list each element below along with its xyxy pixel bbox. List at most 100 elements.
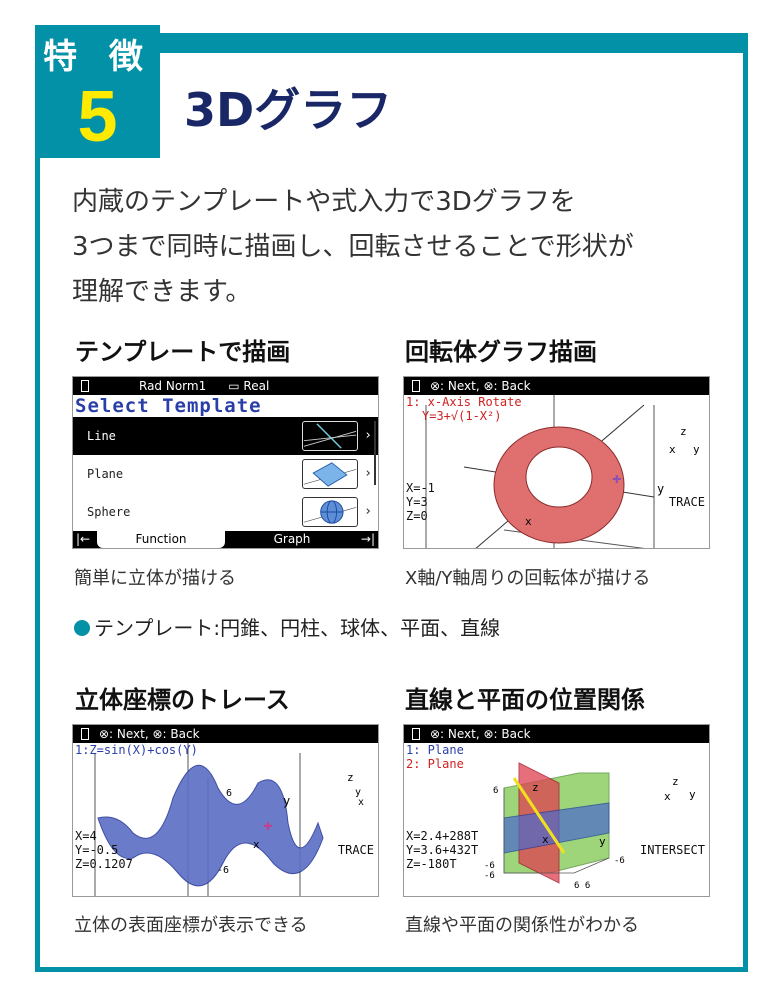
- coordinate: X=4: [75, 829, 97, 843]
- intro-line: 内蔵のテンプレートや式入力で3Dグラフを: [72, 187, 576, 217]
- svg-text:z: z: [347, 771, 354, 784]
- coordinate: Y=3: [406, 495, 428, 509]
- chevron-right-icon: ›: [364, 428, 372, 443]
- battery-icon: [81, 728, 89, 740]
- svg-text:x: x: [253, 838, 260, 851]
- item-label: Plane: [87, 467, 124, 481]
- badge-number: 5: [77, 77, 118, 157]
- svg-text:y: y: [283, 794, 290, 808]
- screen-title: Select Template: [75, 395, 262, 417]
- status-text: Rad Norm1: [139, 379, 207, 393]
- svg-text:y: y: [355, 787, 361, 798]
- battery-icon: [412, 380, 420, 392]
- coordinate: Z=0: [406, 509, 428, 523]
- status-text: ⊗: Next, ⊗: Back: [430, 727, 531, 741]
- svg-text:z: z: [680, 425, 687, 438]
- status-bar: Rad Norm1 ▭ Real: [73, 377, 378, 395]
- template-list-text: テンプレート:円錐、円柱、球体、平面、直線: [94, 616, 501, 640]
- svg-text:z: z: [532, 781, 539, 794]
- caption: X軸/Y軸周りの回転体が描ける: [405, 568, 651, 589]
- section-heading: 回転体グラフ描画: [405, 338, 597, 366]
- coordinate: Z=-180T: [406, 857, 457, 871]
- section-heading: 立体座標のトレース: [75, 686, 290, 714]
- template-item-sphere[interactable]: Sphere ›: [73, 493, 378, 531]
- sphere-thumbnail-icon: [302, 497, 358, 527]
- svg-text:x: x: [525, 515, 532, 528]
- status-bar: ⊗: Next, ⊗: Back: [73, 725, 378, 743]
- mode-label: TRACE: [337, 843, 374, 857]
- equation-line: 1: x-Axis Rotate: [406, 395, 522, 409]
- svg-text:x: x: [358, 797, 364, 808]
- caption: 簡単に立体が描ける: [74, 568, 236, 589]
- status-bar: ⊗: Next, ⊗: Back: [404, 725, 709, 743]
- item-label: Sphere: [87, 505, 131, 519]
- svg-text:y: y: [689, 788, 696, 801]
- svg-text:-6: -6: [484, 861, 495, 871]
- badge-label: 特 徴: [43, 37, 153, 77]
- svg-text:x: x: [664, 790, 671, 803]
- svg-text:y: y: [693, 443, 700, 456]
- feature-badge: 特 徴 5: [35, 25, 160, 158]
- intro-text: 内蔵のテンプレートや式入力で3Dグラフを 3つまで同時に描画し、回転させることで…: [72, 180, 732, 315]
- svg-text:-6: -6: [217, 865, 229, 876]
- tab-graph[interactable]: Graph: [273, 532, 311, 546]
- svg-text:x: x: [669, 443, 676, 456]
- line-thumbnail-icon: [302, 421, 358, 451]
- svg-text:6: 6: [493, 786, 498, 796]
- bullet-icon: [74, 620, 90, 636]
- caption: 立体の表面座標が表示できる: [74, 915, 308, 936]
- battery-icon: [81, 380, 89, 392]
- mode-label: INTERSECT: [639, 843, 705, 857]
- battery-icon: [412, 728, 420, 740]
- equation-line: 2: Plane: [406, 757, 464, 771]
- tab-scroll-right[interactable]: →|: [360, 532, 375, 546]
- feature-frame: [35, 33, 748, 972]
- svg-text:6 6: 6 6: [574, 881, 590, 891]
- svg-text:✚: ✚: [263, 815, 273, 834]
- intro-line: 理解できます。: [72, 277, 252, 307]
- status-text: ⊗: Next, ⊗: Back: [99, 727, 200, 741]
- item-label: Line: [87, 429, 116, 443]
- equation-line: Y=3+√(1-X²): [422, 409, 502, 423]
- svg-text:y: y: [657, 482, 664, 496]
- status-text: ⊗: Next, ⊗: Back: [430, 379, 531, 393]
- coordinate: X=2.4+288T: [406, 829, 479, 843]
- svg-text:x: x: [542, 833, 549, 846]
- template-item-line[interactable]: Line ›: [73, 417, 378, 455]
- intro-line: 3つまで同時に描画し、回転させることで形状が: [72, 232, 634, 262]
- scrollbar[interactable]: [374, 421, 376, 485]
- svg-text:-6: -6: [614, 856, 625, 866]
- svg-text:y: y: [599, 835, 606, 848]
- section-heading: 直線と平面の位置関係: [405, 686, 645, 714]
- tab-scroll-left[interactable]: |←: [76, 532, 91, 546]
- equation-line: 1: Plane: [406, 743, 464, 757]
- coordinate: Y=3.6+432T: [406, 843, 479, 857]
- calculator-screen-template: Rad Norm1 ▭ Real Select Template Line › P…: [72, 376, 379, 549]
- section-heading: テンプレートで描画: [75, 338, 291, 366]
- template-list: テンプレート:円錐、円柱、球体、平面、直線: [74, 612, 500, 641]
- printer-icon: ▭: [228, 379, 240, 393]
- page-title: 3Dグラフ: [184, 83, 393, 137]
- svg-text:z: z: [672, 775, 679, 788]
- svg-text:-6: -6: [484, 871, 495, 881]
- tab-function[interactable]: Function: [97, 531, 225, 548]
- surface-graph: ✚ yx 6-6 zyx: [94, 743, 364, 896]
- plane-thumbnail-icon: [302, 459, 358, 489]
- svg-text:6: 6: [226, 788, 232, 799]
- status-bar: ⊗: Next, ⊗: Back: [404, 377, 709, 395]
- template-item-plane[interactable]: Plane ›: [73, 455, 378, 493]
- mode-label: TRACE: [668, 495, 705, 509]
- chevron-right-icon: ›: [364, 504, 372, 519]
- chevron-right-icon: ›: [364, 466, 372, 481]
- coordinate: Y=-0.5: [75, 843, 119, 857]
- coordinate: Z=0.1207: [75, 857, 133, 871]
- equation-line: 1:Z=sin(X)+cos(Y): [75, 743, 198, 757]
- status-text: Real: [243, 379, 270, 393]
- caption: 直線や平面の関係性がわかる: [405, 915, 639, 936]
- svg-text:✚: ✚: [612, 468, 622, 487]
